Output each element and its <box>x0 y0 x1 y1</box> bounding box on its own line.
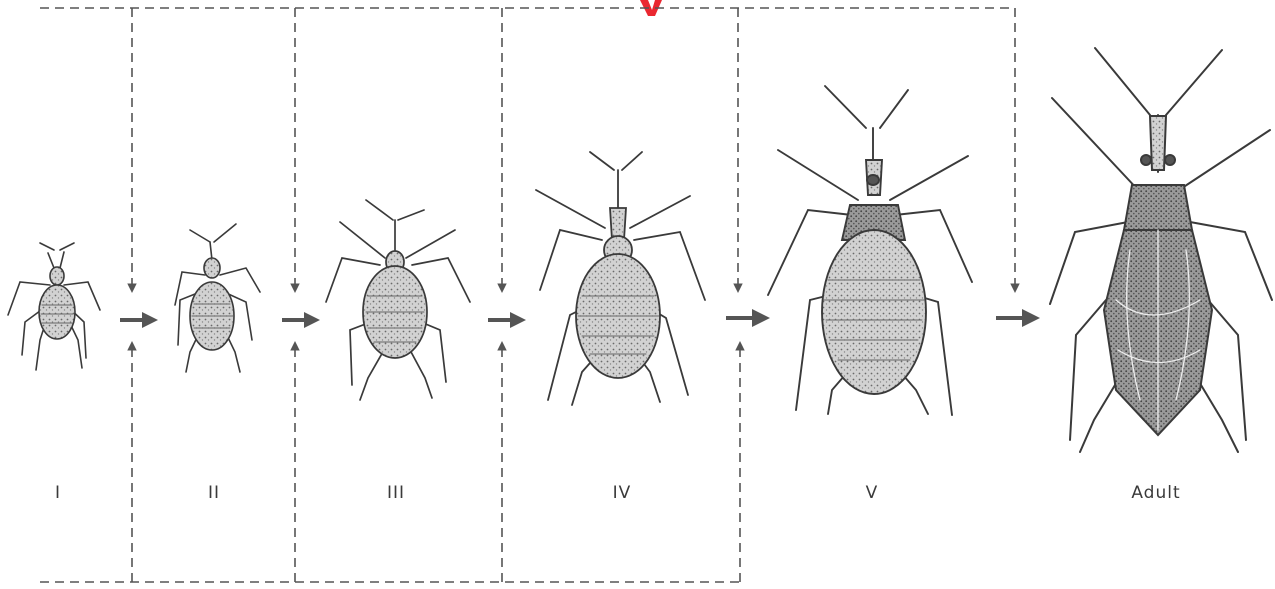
stage-labels: I II III IV V Adult <box>55 483 1181 503</box>
stage-5-label: V <box>866 483 879 503</box>
arrow-1-to-2-icon <box>120 312 158 328</box>
arrow-5-to-adult-icon <box>996 309 1040 327</box>
nymph-stage-1-illustration <box>8 243 100 370</box>
stage-2-label: II <box>208 483 220 503</box>
nymph-stage-4-illustration <box>536 152 705 405</box>
stage-adult-label: Adult <box>1131 483 1180 503</box>
nymph-stage-5-illustration <box>768 86 972 415</box>
arrow-3-to-4-icon <box>488 312 526 328</box>
stage-3-label: III <box>387 483 405 503</box>
stage-1-label: I <box>55 483 61 503</box>
stage-4-label: IV <box>613 483 632 503</box>
arrow-2-to-3-icon <box>282 312 320 328</box>
adult-insect-illustration <box>1050 48 1272 452</box>
nymph-stage-3-illustration <box>326 200 470 400</box>
nymph-stage-2-illustration <box>175 224 260 372</box>
arrow-4-to-5-icon <box>726 309 770 327</box>
